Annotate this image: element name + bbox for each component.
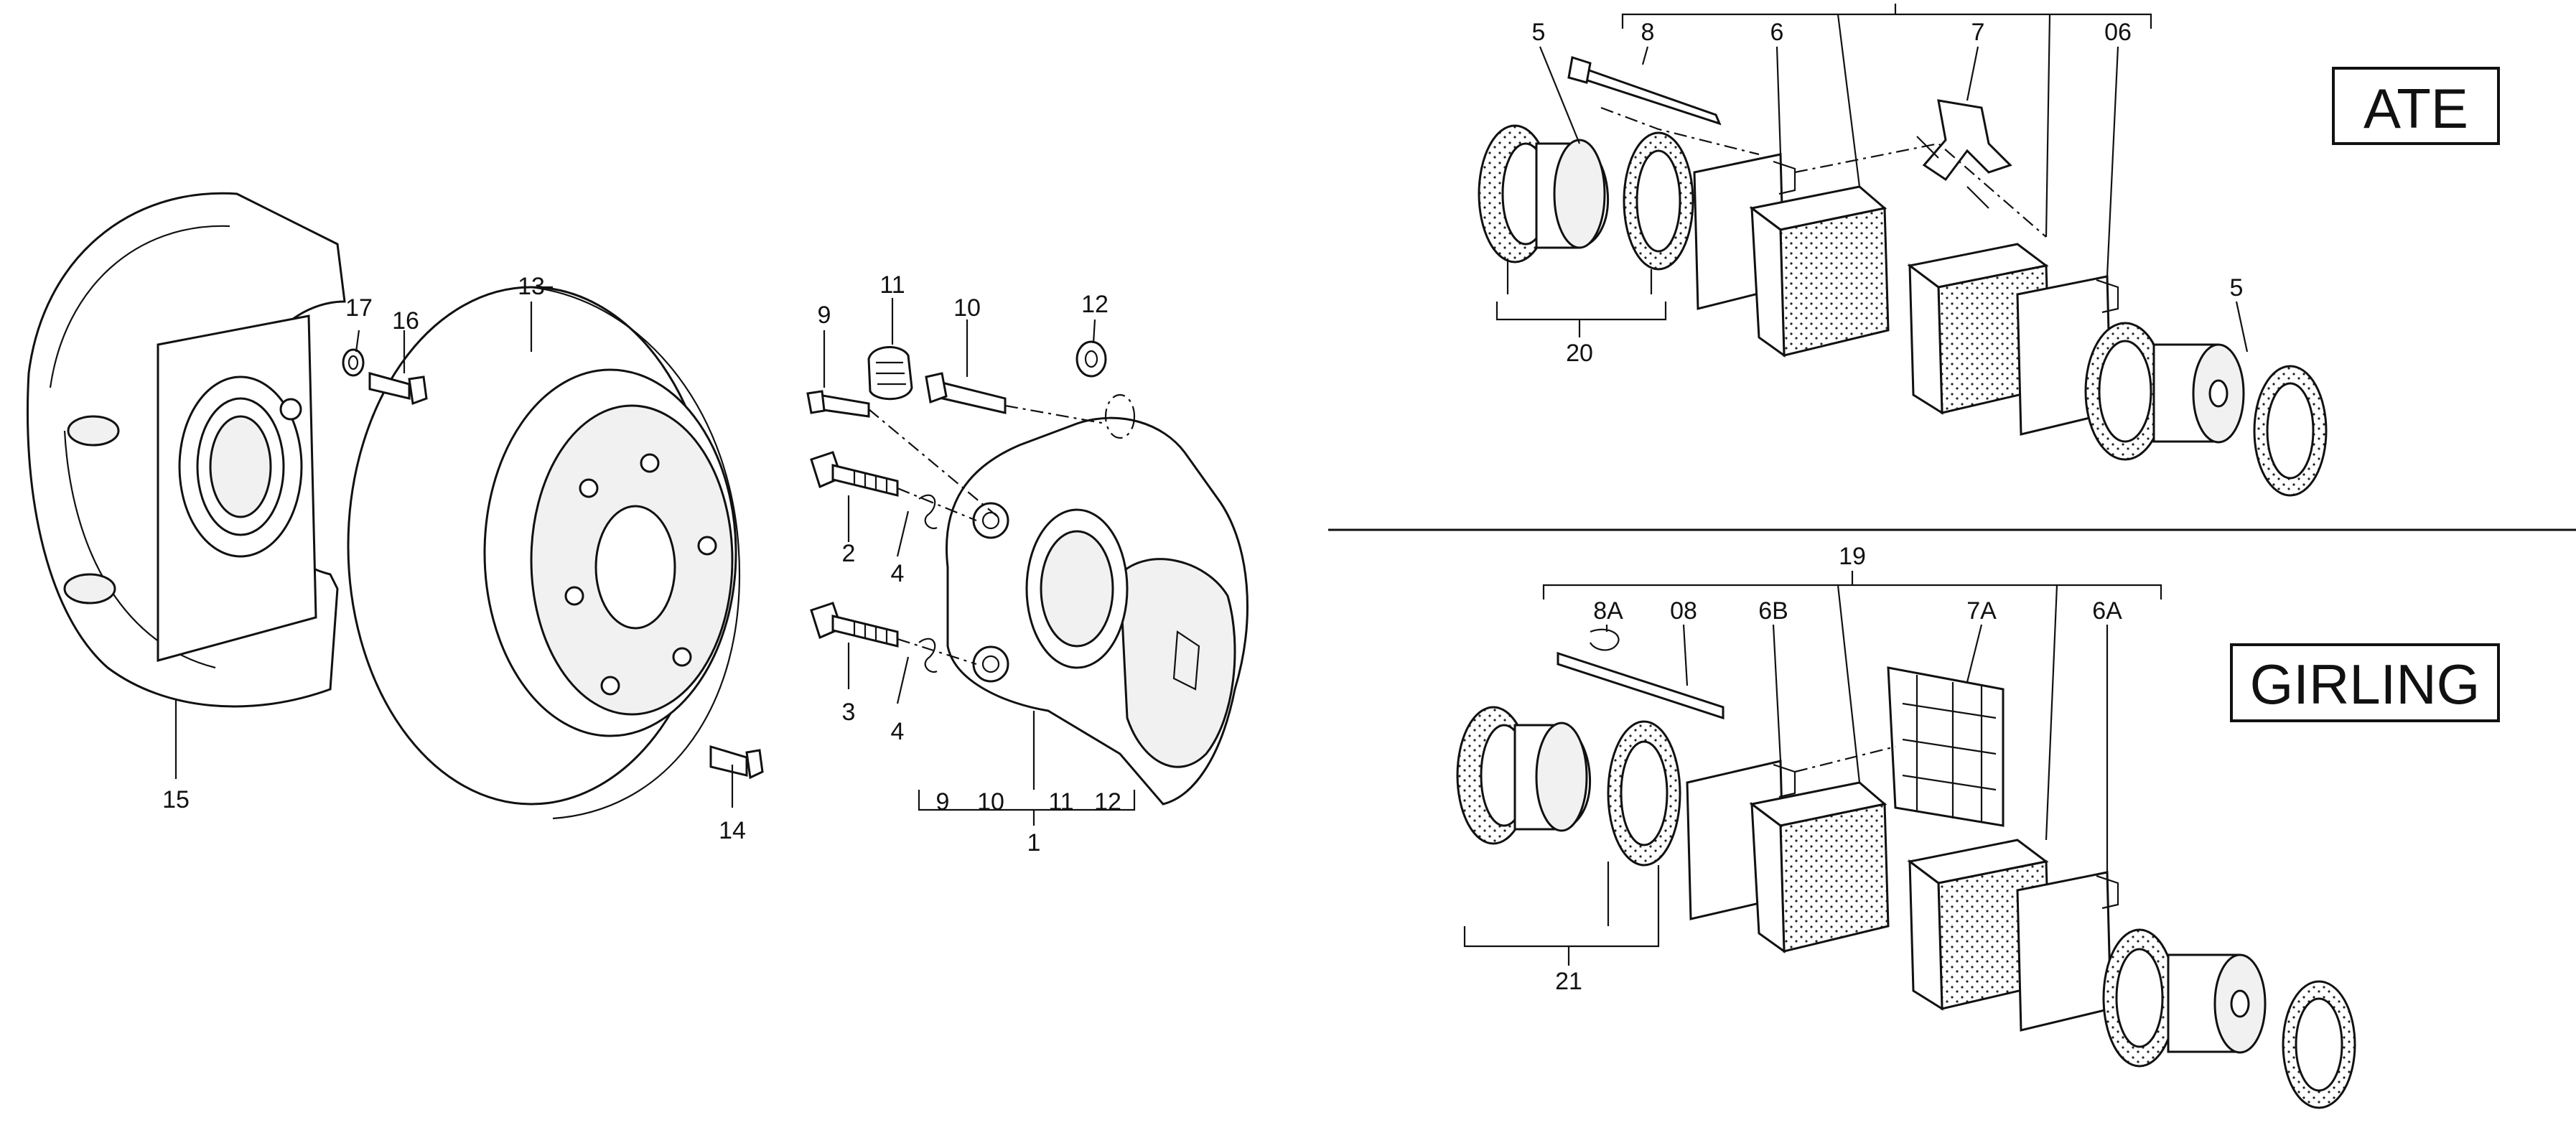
- callout-group-9: 9: [936, 788, 950, 816]
- ate-bracket-top: [1621, 4, 2152, 29]
- callout-16: 16: [392, 307, 419, 335]
- callout-12: 12: [1081, 291, 1109, 318]
- callout-3: 3: [842, 699, 856, 726]
- callout-gir-6b: 6B: [1758, 597, 1788, 625]
- callout-ate-5a: 5: [1532, 19, 1546, 46]
- ate-brand-box: ATE: [2332, 67, 2500, 145]
- brake-disc: [347, 286, 741, 820]
- girling-brand-box: GIRLING: [2230, 643, 2500, 722]
- callout-10: 10: [953, 294, 981, 322]
- callout-4a: 4: [891, 560, 905, 587]
- girling-spring-plate-7a: [1887, 666, 2005, 827]
- callout-gir-7a: 7A: [1966, 597, 1997, 625]
- splash-shield: [27, 192, 346, 708]
- callout-group-11: 11: [1048, 788, 1073, 816]
- callout-group-10: 10: [977, 788, 1004, 816]
- callout-14: 14: [719, 817, 746, 844]
- girling-dust-boot: [1456, 706, 1681, 867]
- girling-pin-clip-8a: [1590, 628, 1620, 651]
- caliper-bolt-3: [810, 602, 899, 648]
- girling-label: GIRLING: [2250, 653, 2481, 716]
- callout-gir-6a: 6A: [2092, 597, 2122, 625]
- girling-bracket-21: [1463, 926, 1660, 966]
- ate-guide-pin-8: [1567, 56, 1722, 126]
- ate-spring-clip-7: [1916, 99, 2012, 209]
- caliper-bracket-1: [918, 790, 1136, 826]
- lock-plate-4: [918, 494, 938, 673]
- girling-pad-inner: [1749, 781, 1890, 953]
- callout-1: 1: [1027, 829, 1041, 857]
- seal-ring-12: [1075, 340, 1107, 378]
- callout-ate-20: 20: [1566, 340, 1593, 367]
- caliper-housing: [946, 393, 1249, 806]
- shield-bolt-16: [368, 372, 428, 406]
- ate-pad-inner: [1749, 185, 1890, 358]
- bleeder-screw-9: [806, 390, 870, 418]
- callout-2: 2: [842, 540, 856, 567]
- callout-9: 9: [818, 302, 831, 329]
- callout-gir-8a: 8A: [1593, 597, 1623, 625]
- callout-labels: 15 13 14 17 16 9 11 10 12 2 3 4 4 9 10 1…: [162, 19, 2243, 995]
- callout-ate-7: 7: [1971, 19, 1985, 46]
- callout-4b: 4: [891, 718, 905, 745]
- girling-piston: [2102, 928, 2356, 1109]
- ate-dust-boot: [1478, 124, 1694, 271]
- callout-gir-19: 19: [1839, 543, 1866, 570]
- callout-13: 13: [518, 273, 545, 300]
- washer-17: [342, 348, 365, 377]
- ate-bracket-20: [1495, 302, 1667, 337]
- girling-bracket-19: [1542, 571, 2162, 599]
- callout-group-12: 12: [1094, 788, 1121, 816]
- callout-ate-06: 06: [2104, 19, 2132, 46]
- callout-ate-8: 8: [1641, 19, 1655, 46]
- ate-piston-5: [2084, 322, 2328, 497]
- callout-ate-6: 6: [1770, 19, 1784, 46]
- leader-lines: [174, 14, 2249, 926]
- callout-15: 15: [162, 786, 190, 813]
- callout-11: 11: [879, 271, 905, 299]
- callout-17: 17: [345, 294, 373, 322]
- dust-cap-11: [867, 346, 913, 401]
- callout-ate-5b: 5: [2230, 274, 2244, 302]
- disc-screw-14: [709, 745, 764, 780]
- caliper-bolt-2: [810, 451, 899, 497]
- callout-gir-21: 21: [1555, 968, 1582, 995]
- callout-gir-08: 08: [1670, 597, 1697, 625]
- ate-label: ATE: [2363, 77, 2468, 140]
- guide-bolt-10: [925, 372, 1007, 414]
- girling-guide-pin-08: [1557, 651, 1725, 720]
